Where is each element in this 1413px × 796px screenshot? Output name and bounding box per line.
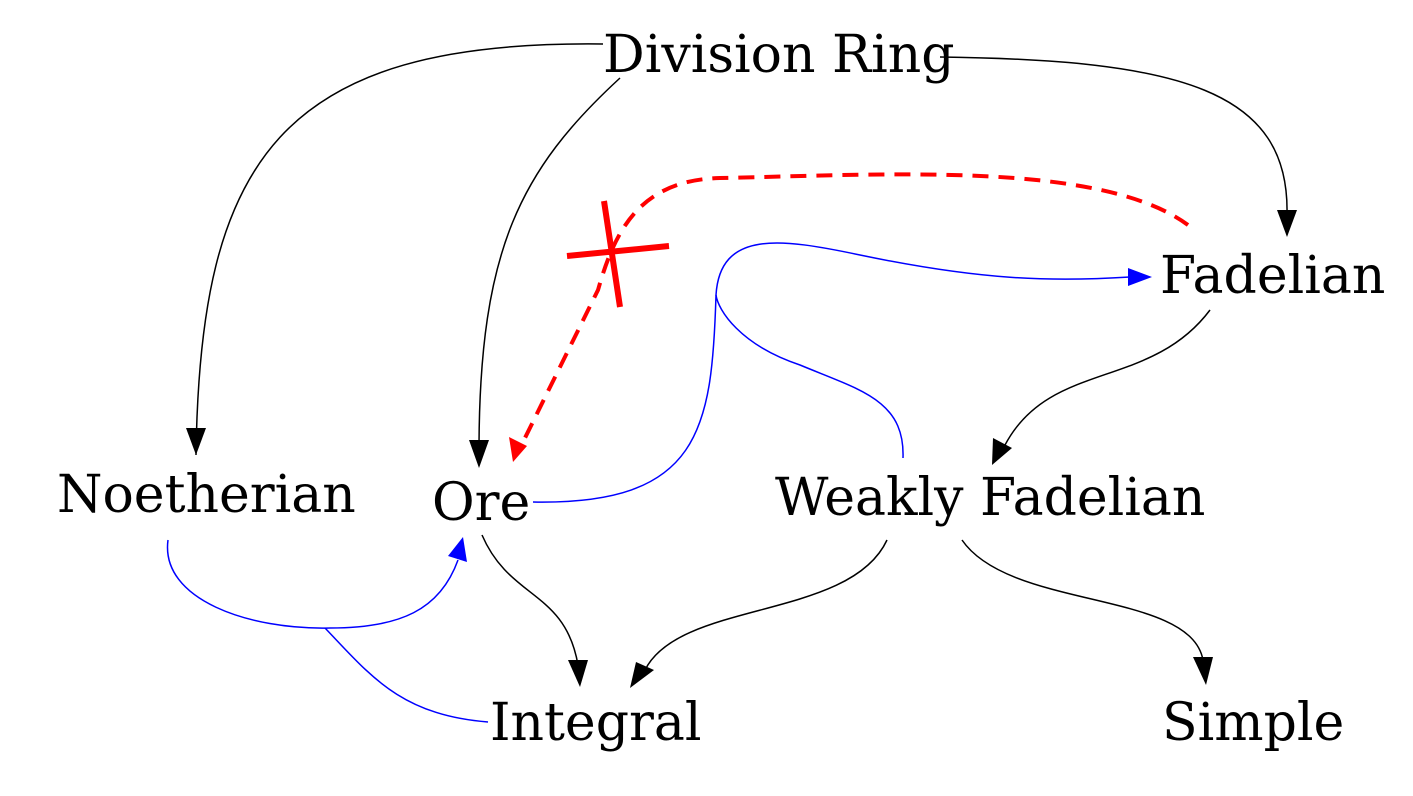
edge-division-ring-to-noetherian (195, 43, 604, 456)
node-ore: Ore (432, 473, 530, 533)
arrowhead-integral-from-weakly-fadelian (630, 662, 654, 688)
edge-weakly-fadelian-to-simple (961, 539, 1204, 661)
edge-fadelian-not-implies-ore (518, 172, 1190, 449)
edge-ore-to-integral (481, 534, 579, 666)
cross-mark-icon (566, 200, 670, 308)
edge-division-ring-to-fadelian (939, 56, 1288, 216)
arrowhead-ore-red (509, 437, 527, 462)
arrowhead-integral-from-ore (568, 660, 588, 687)
arrowhead-noetherian (186, 428, 206, 455)
edge-weakly-fadelian-to-integral (644, 539, 888, 671)
node-noetherian: Noetherian (57, 465, 356, 525)
node-division-ring: Division Ring (603, 25, 955, 85)
node-weakly-fadelian: Weakly Fadelian (775, 468, 1205, 528)
arrowhead-fadelian (1277, 210, 1297, 237)
node-fadelian: Fadelian (1160, 246, 1385, 306)
edge-noetherian-and-integral-to-ore (166, 539, 459, 629)
node-integral: Integral (490, 693, 701, 753)
edge-fadelian-to-weakly-fadelian (1004, 309, 1211, 446)
edge-weakly-fadelian-join (715, 294, 904, 459)
arrowhead-simple (1193, 657, 1213, 685)
edge-division-ring-to-ore (478, 77, 621, 446)
edge-ore-and-weakly-fadelian-to-fadelian (532, 242, 1131, 503)
arrowhead-ore (469, 440, 489, 468)
arrowhead-ore-blue (448, 537, 467, 562)
arrowhead-fadelian-blue (1128, 268, 1152, 286)
node-simple: Simple (1162, 693, 1344, 753)
edge-integral-join (324, 627, 489, 723)
arrowhead-weakly-fadelian (992, 438, 1012, 465)
